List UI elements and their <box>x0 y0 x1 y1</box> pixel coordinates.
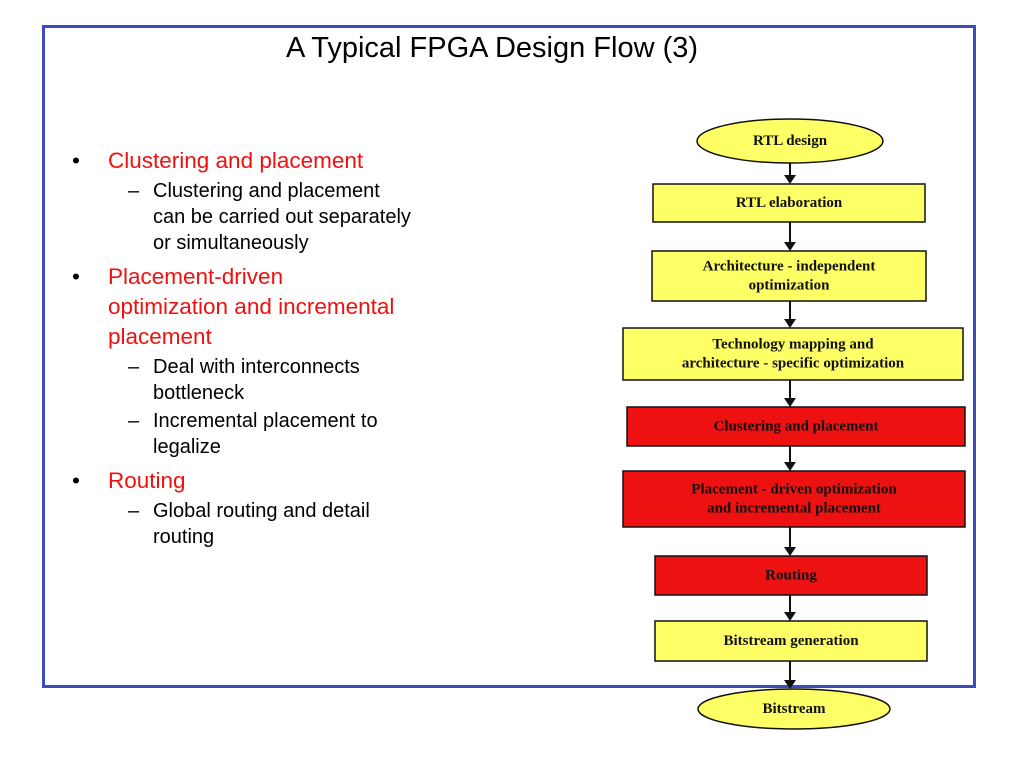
flow-node-label: Routing <box>765 568 817 584</box>
flow-node-label: optimization <box>749 278 830 294</box>
bullet-placement-driven: • Placement-driven optimization and incr… <box>72 264 395 349</box>
sub-bullet-line: legalize <box>153 436 221 458</box>
flow-node-placement-driven: Placement - driven optimization and incre… <box>622 470 966 528</box>
flow-node-label: architecture - specific optimization <box>682 356 905 372</box>
sub-bullet-global-routing: – Global routing and detail routing <box>128 500 370 548</box>
flow-arrow <box>784 163 796 184</box>
bullet-text: optimization and incremental <box>108 294 395 319</box>
flow-node-routing: Routing <box>654 555 928 596</box>
flow-node-rtl-design: RTL design <box>696 118 884 164</box>
sub-bullet-clustering: – Clustering and placement can be carrie… <box>128 180 411 254</box>
flow-node-label: Architecture - independent <box>703 259 876 275</box>
sub-bullet-line: can be carried out separately <box>153 206 411 228</box>
sub-bullet-line: Incremental placement to <box>153 410 378 432</box>
bullet-list: •Clustering and placement – Clustering a… <box>70 140 490 550</box>
bullet-routing: •Routing <box>72 468 186 493</box>
bullet-text: Routing <box>108 468 186 493</box>
flow-node-bitstream: Bitstream <box>697 688 891 730</box>
flow-node-label: RTL design <box>753 133 828 149</box>
flow-arrow <box>784 301 796 328</box>
flow-arrow <box>784 380 796 407</box>
flow-arrow <box>784 595 796 621</box>
bullet-text: Clustering and placement <box>108 148 364 173</box>
flow-node-clustering: Clustering and placement <box>626 406 966 447</box>
slide-title: A Typical FPGA Design Flow (3) <box>285 32 699 64</box>
flow-node-bitstream-gen: Bitstream generation <box>654 620 928 662</box>
sub-bullet-interconnects: – Deal with interconnects bottleneck <box>128 356 360 404</box>
flow-node-label: Bitstream <box>762 701 826 717</box>
flow-node-tech-mapping: Technology mapping and architecture - spe… <box>622 327 964 381</box>
flow-node-label: and incremental placement <box>707 501 881 517</box>
sub-bullet-line: bottleneck <box>153 382 245 404</box>
bullet-text: placement <box>108 324 212 349</box>
sub-bullet-incremental: – Incremental placement to legalize <box>128 410 378 458</box>
flow-node-label: Placement - driven optimization <box>691 482 897 498</box>
flow-node-label: RTL elaboration <box>736 195 843 211</box>
flow-node-label: Clustering and placement <box>714 419 879 435</box>
sub-bullet-line: routing <box>153 526 215 548</box>
flow-arrow <box>784 661 796 689</box>
flow-arrow <box>784 527 796 556</box>
flow-node-arch-independent: Architecture - independent optimization <box>651 250 927 302</box>
flow-node-label: Technology mapping and <box>712 337 874 353</box>
sub-bullet-line: Global routing and detail <box>153 500 370 522</box>
slide-frame <box>42 25 976 688</box>
flow-arrow <box>784 222 796 251</box>
flow-arrow <box>784 446 796 471</box>
sub-bullet-line: Clustering and placement <box>153 180 380 202</box>
bullet-clustering: •Clustering and placement <box>72 148 364 173</box>
sub-bullet-line: Deal with interconnects <box>153 356 360 378</box>
sub-bullet-line: or simultaneously <box>153 232 309 254</box>
flow-node-rtl-elaboration: RTL elaboration <box>652 183 926 223</box>
bullet-text: Placement-driven <box>108 264 284 289</box>
flow-node-label: Bitstream generation <box>723 633 859 649</box>
